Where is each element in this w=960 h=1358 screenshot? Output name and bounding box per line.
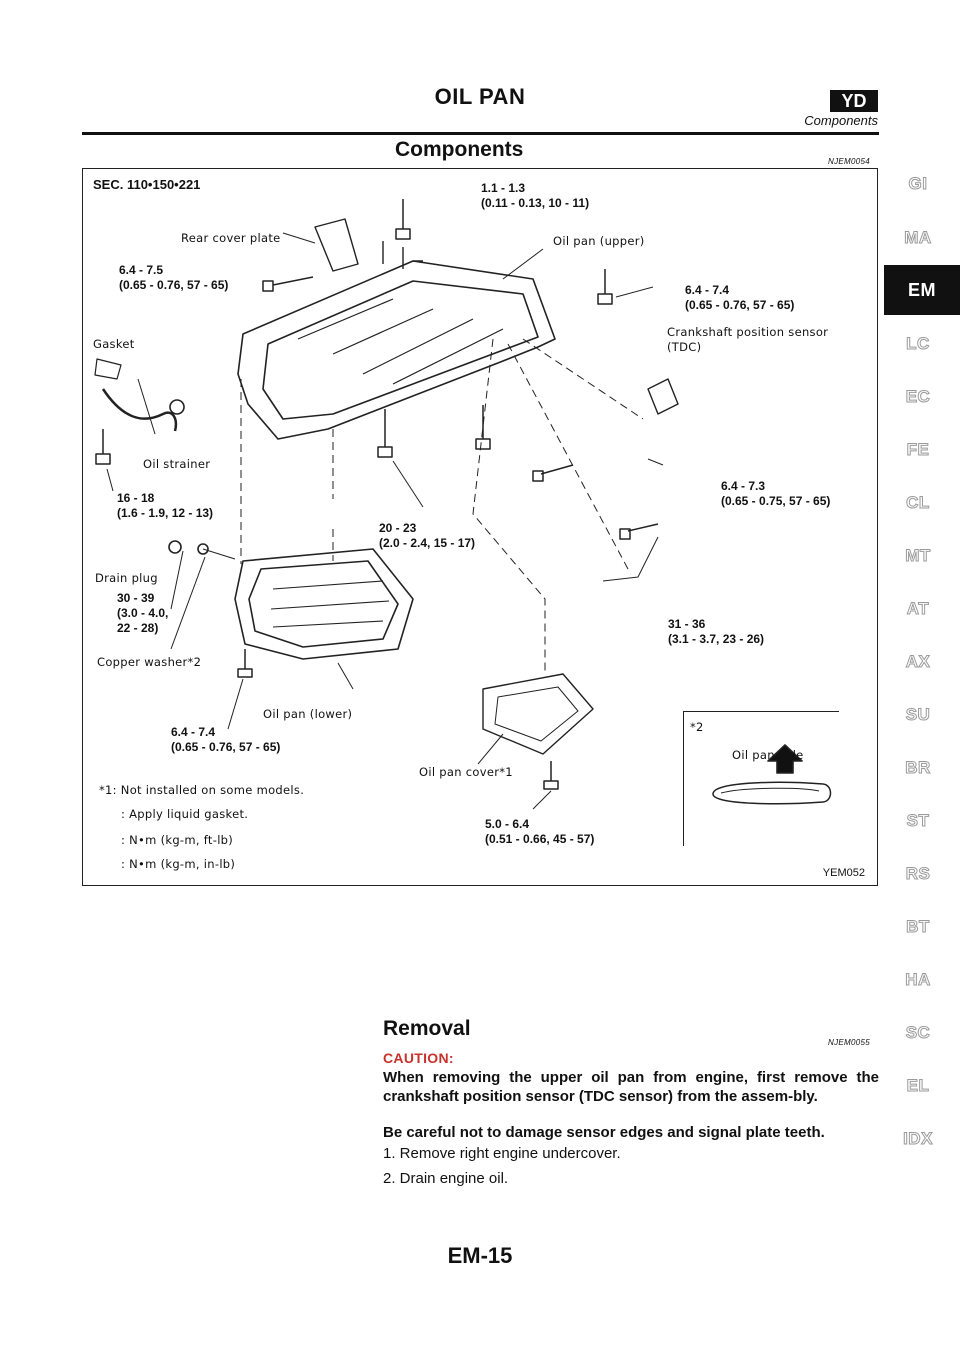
torque-7: 30 - 39 (3.0 - 4.0, 22 - 28) — [117, 591, 169, 635]
tab-mt[interactable]: MT — [905, 546, 931, 566]
oil-pan-diagram: SEC. 110•150•221 Rear cover plate Oil pa… — [82, 168, 878, 886]
step-1: 1. Remove right engine undercover. — [383, 1145, 621, 1162]
upper-pan-outline — [237, 260, 556, 440]
label-rear-cover-plate: Rear cover plate — [181, 231, 281, 245]
diagram-drawing — [94, 199, 832, 810]
tab-ha[interactable]: HA — [905, 970, 931, 990]
torque-6: 20 - 23 (2.0 - 2.4, 15 - 17) — [379, 521, 476, 550]
tab-cl[interactable]: CL — [906, 493, 930, 513]
oil-strainer-shape — [101, 388, 178, 432]
label-crankshaft-sensor: Crankshaft position sensor (TDC) — [667, 325, 829, 354]
tab-em[interactable]: EM — [884, 265, 960, 315]
caution-text-2: Be careful not to damage sensor edges an… — [383, 1124, 825, 1141]
lower-pan-inner — [248, 560, 399, 648]
legend-nm-ftlb: : N•m (kg-m, ft-lb) — [121, 833, 234, 847]
crankshaft-sensor-shape — [647, 378, 679, 415]
tab-el[interactable]: EL — [906, 1076, 930, 1096]
label-gasket: Gasket — [93, 337, 135, 351]
tab-rs[interactable]: RS — [905, 864, 931, 884]
label-oil-pan-upper: Oil pan (upper) — [553, 234, 645, 248]
label-oil-strainer: Oil strainer — [143, 457, 211, 471]
header-divider — [82, 132, 879, 135]
tab-su[interactable]: SU — [905, 705, 931, 725]
torque-4: 6.4 - 7.3 (0.65 - 0.75, 57 - 65) — [721, 479, 831, 508]
tab-ec[interactable]: EC — [905, 387, 931, 407]
torque-5: 16 - 18 (1.6 - 1.9, 12 - 13) — [117, 491, 214, 520]
rear-cover-plate-shape — [314, 218, 359, 272]
caution-label: CAUTION: — [383, 1050, 454, 1066]
legend-liquid-gasket: : Apply liquid gasket. — [121, 807, 249, 821]
label-drain-plug: Drain plug — [95, 571, 158, 585]
page-title: OIL PAN — [434, 84, 526, 109]
torque-2: 6.4 - 7.5 (0.65 - 0.76, 57 - 65) — [119, 263, 229, 292]
tab-br[interactable]: BR — [905, 758, 931, 778]
inset-caption: Oil pan side — [732, 748, 804, 762]
torque-8: 31 - 36 (3.1 - 3.7, 23 - 26) — [668, 617, 765, 646]
figure-id: YEM052 — [822, 867, 865, 879]
torque-1: 1.1 - 1.3 (0.11 - 0.13, 10 - 11) — [481, 181, 590, 210]
tab-ax[interactable]: AX — [905, 652, 931, 672]
tab-idx[interactable]: IDX — [903, 1129, 933, 1149]
label-oil-pan-lower: Oil pan (lower) — [263, 707, 353, 721]
engine-badge: YD — [830, 90, 878, 112]
tab-sc[interactable]: SC — [905, 1023, 931, 1043]
label-oil-pan-cover: Oil pan cover*1 — [419, 765, 513, 779]
legend-nm-inlb: : N•m (kg-m, in-lb) — [121, 857, 236, 871]
page-number: EM-15 — [447, 1243, 513, 1268]
components-id: NJEM0054 — [828, 157, 870, 166]
inset-arrow — [767, 744, 803, 774]
tab-at[interactable]: AT — [906, 599, 930, 619]
inset-panel: *2 Oil pan side — [683, 711, 839, 846]
inset-title: *2 — [690, 720, 704, 734]
upper-pan-inner — [262, 280, 539, 420]
gasket-shape — [94, 358, 122, 380]
section-numbers: SEC. 110•150•221 — [93, 177, 201, 192]
tab-lc[interactable]: LC — [906, 334, 930, 354]
label-copper-washer: Copper washer*2 — [97, 655, 202, 669]
oil-pan-cover-shape — [482, 673, 594, 755]
legend-note: *1: Not installed on some models. — [99, 783, 305, 797]
tab-ma[interactable]: MA — [904, 228, 932, 248]
tab-gi[interactable]: GI — [908, 174, 928, 194]
torque-3: 6.4 - 7.4 (0.65 - 0.76, 57 - 65) — [685, 283, 795, 312]
tab-fe[interactable]: FE — [906, 440, 930, 460]
torque-10: 5.0 - 6.4 (0.51 - 0.66, 45 - 57) — [485, 817, 595, 846]
caution-text-1: When removing the upper oil pan from eng… — [383, 1069, 879, 1105]
page-subtitle: Components — [804, 113, 878, 128]
torque-9: 6.4 - 7.4 (0.65 - 0.76, 57 - 65) — [171, 725, 281, 754]
inset-seal-shape — [712, 781, 832, 805]
tab-bt[interactable]: BT — [906, 917, 930, 937]
step-2: 2. Drain engine oil. — [383, 1170, 509, 1187]
removal-id: NJEM0055 — [828, 1038, 870, 1047]
lower-pan-outline — [234, 548, 414, 660]
removal-heading: Removal — [383, 1017, 471, 1040]
tab-st[interactable]: ST — [906, 811, 930, 831]
components-heading: Components — [395, 138, 524, 161]
